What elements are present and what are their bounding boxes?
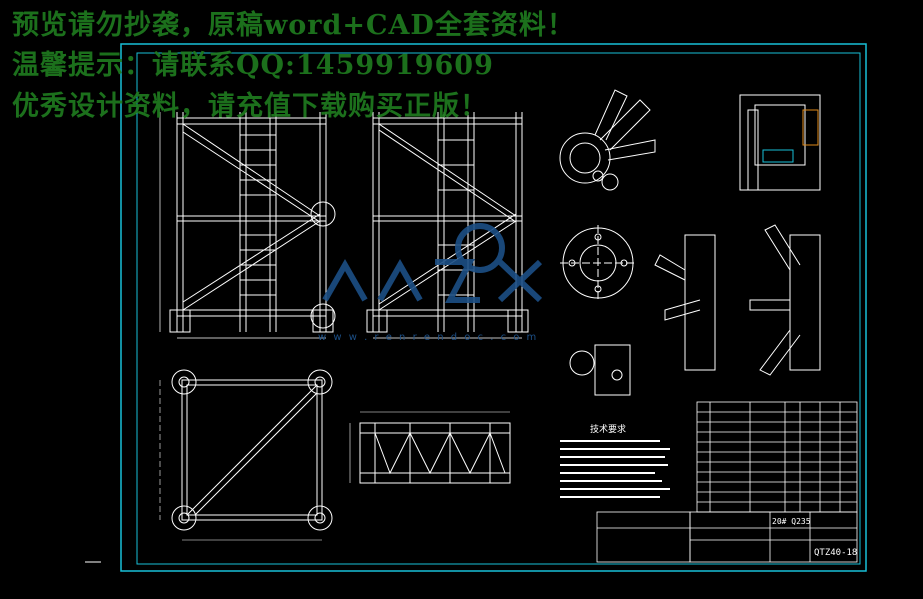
title-material: 20# Q235 (772, 517, 811, 526)
section-detail-right (739, 94, 821, 191)
logo-url: w w w . r e n r e n d o c . c o m (318, 332, 539, 343)
flange-detail (560, 225, 636, 301)
technical-notes (560, 440, 670, 498)
bolt-detail (569, 344, 631, 396)
plan-view (159, 369, 333, 541)
title-block (596, 511, 858, 563)
front-elevation-left (159, 112, 336, 339)
outer-frame (120, 43, 867, 572)
watermark-line-2: 温馨提示：请联系QQ:1459919609 (12, 50, 494, 81)
parts-list (696, 401, 858, 513)
pipe-joint-left (654, 234, 716, 371)
notes-heading: 技术要求 (590, 423, 626, 435)
watermark-line-3: 优秀设计资料，请充值下载购买正版！ (12, 91, 488, 122)
inner-frame (136, 52, 861, 565)
pipe-joint-right (749, 224, 821, 376)
watermark-line-1: 预览请勿抄袭，原稿word+CAD全套资料！ (12, 10, 575, 41)
joint-detail-top (559, 89, 656, 191)
title-drawing-no: QTZ40-18 (814, 548, 857, 558)
logo-mark (322, 223, 543, 303)
truss-detail (349, 411, 511, 484)
front-elevation-right (366, 112, 529, 339)
